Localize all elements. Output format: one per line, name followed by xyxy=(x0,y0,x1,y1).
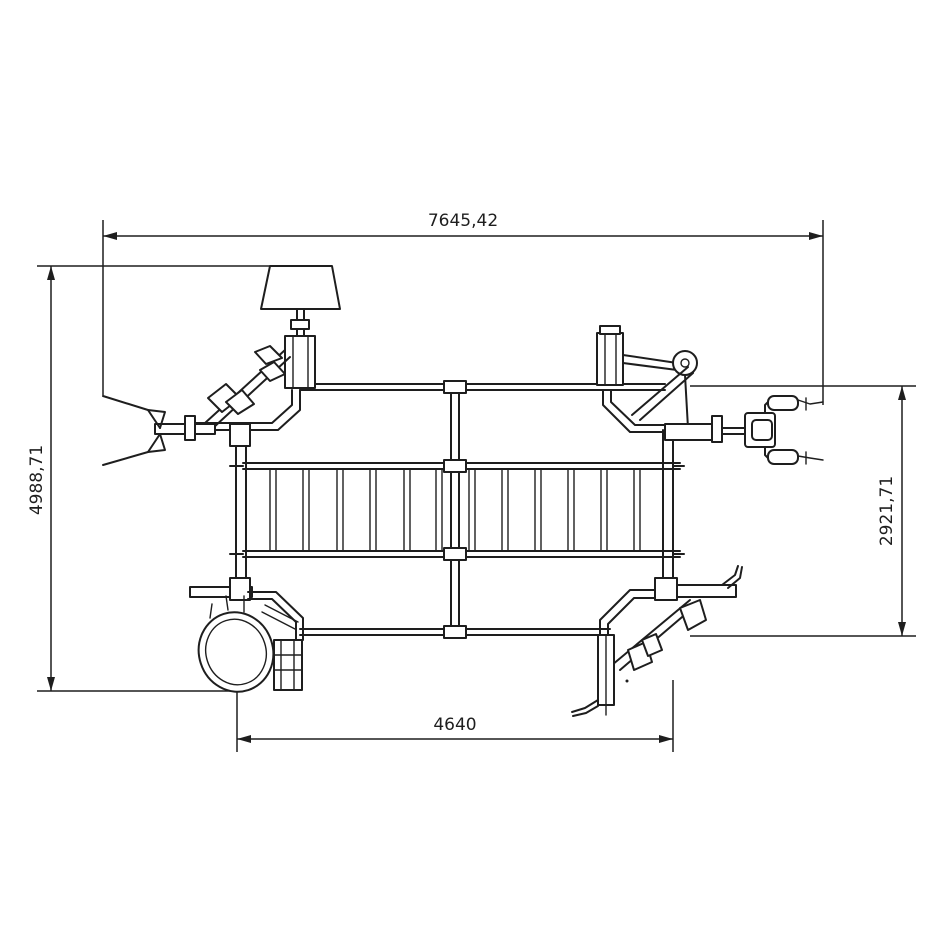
frame-depth-label: 2921,71 xyxy=(877,476,897,546)
dimension-overall-width: 7645,42 xyxy=(102,211,824,405)
frame-width-label: 4640 xyxy=(433,715,476,735)
top-right-station xyxy=(596,325,824,465)
backrest-pad xyxy=(260,265,341,310)
top-left-station xyxy=(102,265,341,466)
bottom-left-station xyxy=(189,577,304,693)
overall-depth-label: 4988,71 xyxy=(27,445,47,515)
ladder-rungs xyxy=(269,468,641,552)
dimension-overall-depth: 4988,71 xyxy=(27,265,300,692)
bottom-right-station xyxy=(571,565,743,717)
dimension-frame-depth: 2921,71 xyxy=(690,385,916,637)
rotating-disc xyxy=(197,611,275,693)
overall-width-label: 7645,42 xyxy=(428,211,498,231)
main-frame xyxy=(229,380,685,639)
wheel xyxy=(672,350,698,376)
